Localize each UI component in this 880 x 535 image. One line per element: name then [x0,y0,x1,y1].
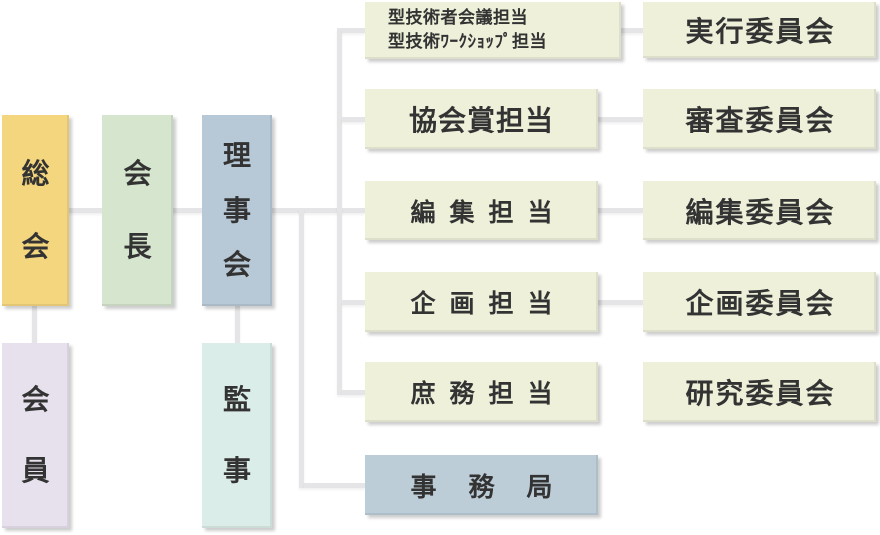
node-kaiin-char: 会 [21,383,50,416]
node-kanji: 監 事 [202,343,272,528]
node-kyoukaishou-tantou: 協会賞担当 [365,89,598,149]
node-rijikai-char: 理 [222,138,251,172]
connector-branch-trunk-vertical [337,28,342,395]
node-kaiin: 会 員 [2,343,69,528]
node-jimukyoku: 事務局 [365,455,598,515]
connector-shinsa-iinkai [598,117,643,122]
node-rijikai-char: 事 [222,193,251,227]
node-shomu-tantou: 庶務担当 [365,362,598,422]
connector-henshuu-iinkai [598,208,643,213]
node-kanji-char: 監 [222,383,251,416]
connector-stub-kikaku [342,300,365,305]
connector-stub-kyoukaishou [342,117,365,122]
connector-stub-jimukyoku [304,483,365,488]
node-rijikai: 理 事 会 [202,115,272,306]
connector-stub-kata-tantou [342,28,365,33]
node-kata-tantou: 型技術者会議担当 型技術ﾜｰｸｼｮｯﾌﾟ担当 [365,2,621,59]
node-henshuu-tantou: 編集担当 [365,181,598,240]
node-soukai-char: 会 [21,230,50,263]
node-shinsa-iinkai: 審査委員会 [643,89,876,149]
node-soukai-char: 総 [21,157,50,190]
node-kenkyuu-iinkai: 研究委員会 [643,362,876,422]
connector-rijikai-kanji-vertical [235,306,240,343]
connector-jimukyoku-trunk-vertical [299,208,304,488]
node-soukai: 総 会 [2,115,69,306]
node-rijikai-char: 会 [222,248,251,282]
node-kaichou: 会 長 [102,115,173,306]
connector-stub-shomu [342,390,365,395]
node-kata-tantou-line2: 型技術ﾜｰｸｼｮｯﾌﾟ担当 [388,31,547,52]
connector-soukai-kaiin-vertical [32,306,37,343]
node-kanji-char: 事 [222,454,251,487]
node-kaichou-char: 長 [123,230,152,263]
node-jikkou-iinkai: 実行委員会 [643,2,876,58]
node-kikaku-iinkai: 企画委員会 [643,272,876,332]
connector-kikaku-iinkai [598,300,643,305]
node-kaichou-char: 会 [123,157,152,190]
node-kikaku-tantou: 企画担当 [365,272,598,332]
node-kaiin-char: 員 [21,454,50,487]
node-kata-tantou-line1: 型技術者会議担当 [388,7,528,28]
node-henshuu-iinkai: 編集委員会 [643,181,876,240]
